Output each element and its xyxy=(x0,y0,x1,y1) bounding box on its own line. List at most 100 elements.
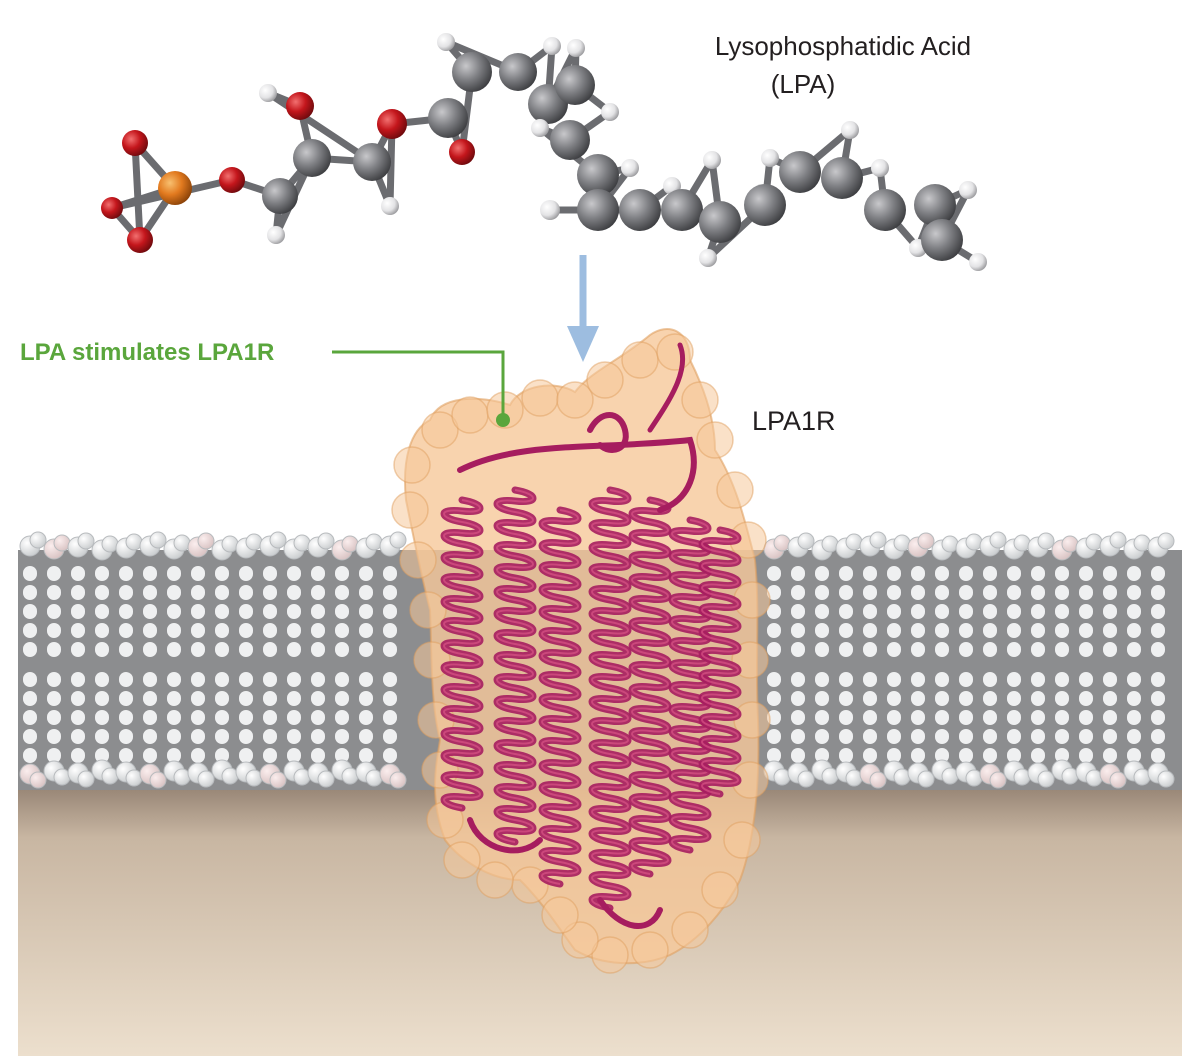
lipid-tail xyxy=(47,604,61,619)
lipid-tail xyxy=(1031,585,1045,600)
lipid-tail xyxy=(1103,729,1117,744)
lipid-tail xyxy=(911,585,925,600)
lipid-tail xyxy=(383,585,397,600)
lipid-tail xyxy=(239,623,253,638)
hydrogen-atom xyxy=(567,39,585,57)
lipid-tail xyxy=(1079,623,1093,638)
lipid-tail xyxy=(791,642,805,657)
lipid-tail xyxy=(239,691,253,706)
lipid-head xyxy=(965,533,983,551)
lipid-tail xyxy=(311,691,325,706)
protein-surface-bump xyxy=(409,591,447,629)
lipid-tail xyxy=(167,729,181,744)
carbon-atom xyxy=(428,98,468,138)
lipid-tail xyxy=(1079,748,1093,763)
lipid-tail xyxy=(863,566,877,581)
lipid-tail xyxy=(95,691,109,706)
lipid-tail xyxy=(935,710,949,725)
hydrogen-atom xyxy=(841,121,859,139)
lipid-tail xyxy=(791,672,805,687)
lipid-tail xyxy=(191,604,205,619)
lipid-head xyxy=(197,532,215,550)
lipid-tail xyxy=(71,691,85,706)
lipid-tail xyxy=(839,623,853,638)
lipid-tail xyxy=(815,729,829,744)
lipid-tail xyxy=(215,710,229,725)
lipid-tail xyxy=(1127,585,1141,600)
lipid-head xyxy=(125,769,143,787)
lipid-tail xyxy=(311,672,325,687)
lipid-tail xyxy=(287,566,301,581)
lipid-tail xyxy=(1031,710,1045,725)
lipid-tail xyxy=(143,585,157,600)
lipid-tail xyxy=(1103,642,1117,657)
lipid-tail xyxy=(959,604,973,619)
lipid-tail xyxy=(215,585,229,600)
lipid-tail xyxy=(95,729,109,744)
lipid-tail xyxy=(1151,642,1165,657)
lipid-tail xyxy=(1127,691,1141,706)
carbon-atom xyxy=(577,189,619,231)
lipid-tail xyxy=(935,566,949,581)
lipid-tail xyxy=(167,710,181,725)
lipid-head xyxy=(1109,771,1127,789)
lipid-head xyxy=(389,531,407,549)
lipid-tail xyxy=(1079,642,1093,657)
carbon-atom xyxy=(262,178,298,214)
lipid-tail xyxy=(1007,585,1021,600)
carbon-atom xyxy=(744,184,786,226)
lipid-tail xyxy=(911,566,925,581)
lipid-tail xyxy=(311,729,325,744)
lipid-head xyxy=(53,768,71,786)
lipid-tail xyxy=(1055,585,1069,600)
lipid-tail xyxy=(767,566,781,581)
hydrogen-atom xyxy=(381,197,399,215)
lipid-tail xyxy=(911,710,925,725)
lipid-tail xyxy=(887,566,901,581)
carbon-atom xyxy=(619,189,661,231)
lipid-tail xyxy=(287,642,301,657)
lipid-tail xyxy=(887,691,901,706)
hydrogen-atom xyxy=(703,151,721,169)
lipid-tail xyxy=(287,585,301,600)
lipid-tail xyxy=(1007,691,1021,706)
lipid-head xyxy=(149,531,167,549)
lipid-tail xyxy=(191,748,205,763)
lipid-tail xyxy=(119,691,133,706)
lipid-tail xyxy=(863,585,877,600)
lipid-tail xyxy=(791,710,805,725)
lipid-head xyxy=(1157,770,1175,788)
lipid-tail xyxy=(119,642,133,657)
lipid-head xyxy=(197,770,215,788)
lipid-tail xyxy=(1079,566,1093,581)
lipid-tail xyxy=(983,585,997,600)
lipid-tail xyxy=(239,642,253,657)
lipid-tail xyxy=(383,566,397,581)
lipid-head xyxy=(389,771,407,789)
lipid-tail xyxy=(887,585,901,600)
lipid-tail xyxy=(239,585,253,600)
lipid-tail xyxy=(983,623,997,638)
alpha-helix-highlight xyxy=(671,519,709,851)
lipid-head xyxy=(1109,531,1127,549)
protein-surface-bump xyxy=(399,541,437,579)
lipid-tail xyxy=(23,691,37,706)
protein-surface-bump xyxy=(723,821,761,859)
lipid-tail xyxy=(1127,748,1141,763)
lipid-tail xyxy=(1103,672,1117,687)
lipid-head xyxy=(341,767,359,785)
lipid-tail xyxy=(359,748,373,763)
protein-surface-bump xyxy=(393,446,431,484)
protein-loop xyxy=(457,436,697,513)
lipid-tail xyxy=(71,710,85,725)
lipid-tail xyxy=(815,642,829,657)
lipid-head xyxy=(77,770,95,788)
carbon-atom xyxy=(293,139,331,177)
lipid-tail xyxy=(95,710,109,725)
lipid-tail xyxy=(863,623,877,638)
lipid-head xyxy=(821,767,839,785)
lipid-tail xyxy=(983,691,997,706)
lipid-tail xyxy=(95,604,109,619)
lipid-head xyxy=(1157,532,1175,550)
